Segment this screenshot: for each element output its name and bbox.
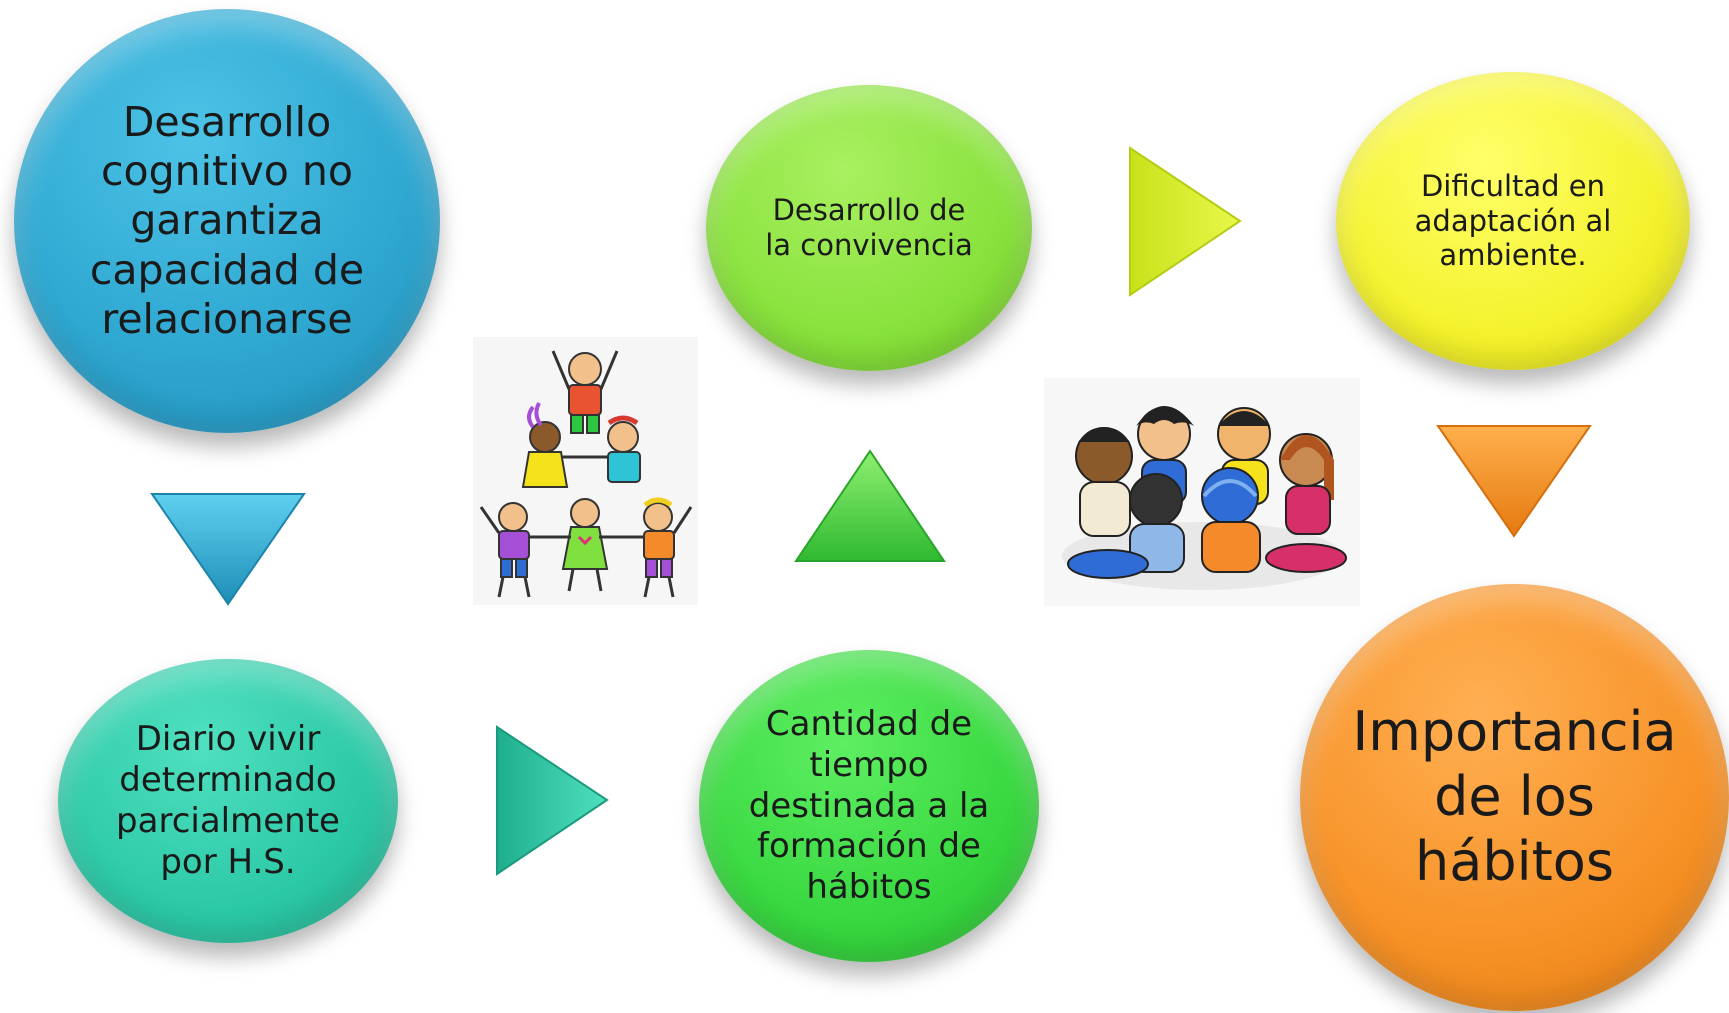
node-habits-importance: Importancia de los hábitos [1300,584,1729,1011]
node-adaptation-difficulty: Dificultad en adaptación al ambiente. [1336,72,1690,370]
arrow-down-orange [1436,425,1592,538]
arrow-down-blue [150,493,306,606]
kids-pyramid-icon [473,337,698,605]
node-daily-living: Diario vivir determinado parcialmente po… [58,659,398,943]
node-cognitive-development: Desarrollo cognitivo no garantiza capaci… [14,9,440,433]
node-daily-living-text: Diario vivir determinado parcialmente po… [116,719,340,882]
node-coexistence: Desarrollo de la convivencia [706,85,1032,371]
arrow-right-lime [1129,146,1242,297]
kids-circle-icon [1044,378,1360,606]
arrow-right-teal [496,725,609,876]
node-coexistence-text: Desarrollo de la convivencia [765,193,973,262]
node-habits-importance-text: Importancia de los hábitos [1352,700,1677,893]
node-habit-time-text: Cantidad de tiempo destinada a la formac… [748,704,990,908]
node-cognitive-development-text: Desarrollo cognitivo no garantiza capaci… [89,98,365,343]
arrow-up-green [794,449,946,562]
node-habit-time: Cantidad de tiempo destinada a la formac… [699,650,1039,962]
node-adaptation-difficulty-text: Dificultad en adaptación al ambiente. [1414,168,1612,273]
